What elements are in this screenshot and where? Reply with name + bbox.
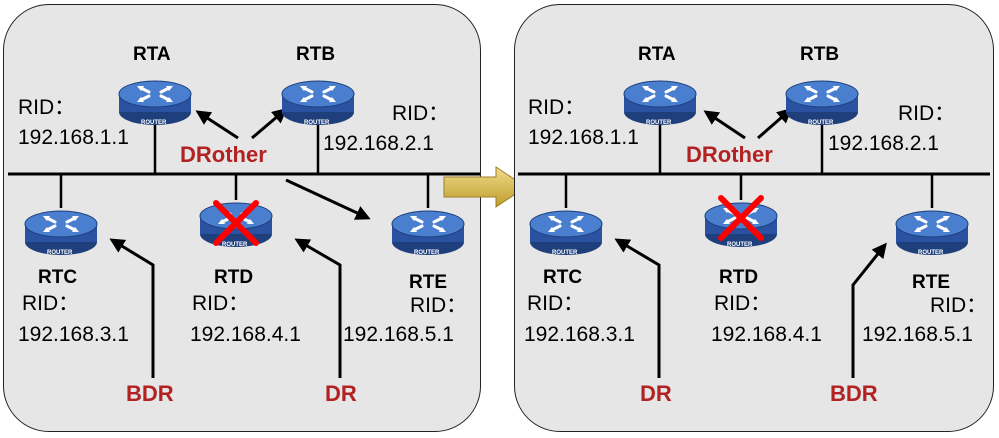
rtc-rid-value: 192.168.3.1 [524,323,635,346]
drother-role-label: DRother [180,142,267,167]
bdr-role-label: BDR [830,381,878,406]
rtc-name: RTC [543,267,583,288]
drother-arrow-to-rtb [251,108,288,140]
drother-arrow-to-rtb [757,108,793,140]
router-icon-caption: ROUTER [552,250,578,256]
rta-rid-value: 192.168.1.1 [18,126,129,149]
rte-name: RTE [409,272,447,293]
rta-name: RTA [638,44,676,65]
rtc-rid-label: RID： [22,292,80,315]
bdr-arrow-to-rtc [109,238,155,378]
router-icon-caption: ROUTER [727,242,753,248]
dr-role-label: DR [325,381,357,406]
router-icon-caption: ROUTER [918,250,944,256]
rte-rid-label: RID： [930,294,988,317]
dr-arrow-to-rtd [294,238,342,378]
router-icon-caption: ROUTER [808,120,834,126]
router-icon-caption: ROUTER [414,250,440,256]
bdr-arrow-to-rte [851,242,887,378]
rtd-name: RTD [214,267,254,288]
rtb-rid-label: RID： [898,102,956,125]
drother-arrow-to-rta [195,110,239,140]
rtc-rid-value: 192.168.3.1 [18,323,129,346]
rtb-rid-label: RID： [392,102,450,125]
rtd-rid-value: 192.168.4.1 [190,323,301,346]
rtc-rid-label: RID： [527,292,585,315]
dr-arrow-to-rtc [614,238,661,378]
router-icon-caption: ROUTER [47,250,73,256]
rtb-name: RTB [800,44,840,65]
rte-name: RTE [912,272,950,293]
rte-rid-value: 192.168.5.1 [862,323,973,346]
rtd-rid-label: RID： [192,292,250,315]
drother-arrow-to-rte [285,178,371,220]
rte-rid-label: RID： [410,294,468,317]
rtd-name: RTD [719,267,759,288]
rtb-rid-value: 192.168.2.1 [828,132,939,155]
router-icon-caption: ROUTER [222,242,248,248]
rta-rid-label: RID： [18,96,76,119]
rtd-rid-label: RID： [714,292,772,315]
drother-arrow-to-rta [703,110,746,140]
rte-rid-value: 192.168.5.1 [343,323,454,346]
rta-rid-label: RID： [528,96,586,119]
router-icon-caption: ROUTER [646,120,672,126]
bdr-role-label: BDR [126,381,174,406]
rtd-rid-value: 192.168.4.1 [711,323,822,346]
drother-role-label: DRother [686,142,773,167]
rta-name: RTA [133,44,171,65]
rtb-rid-value: 192.168.2.1 [323,132,434,155]
rtb-name: RTB [296,44,336,65]
rta-rid-value: 192.168.1.1 [528,126,639,149]
router-icon-caption: ROUTER [304,120,330,126]
router-icon-caption: ROUTER [141,120,167,126]
rtc-name: RTC [38,267,78,288]
dr-role-label: DR [640,381,672,406]
